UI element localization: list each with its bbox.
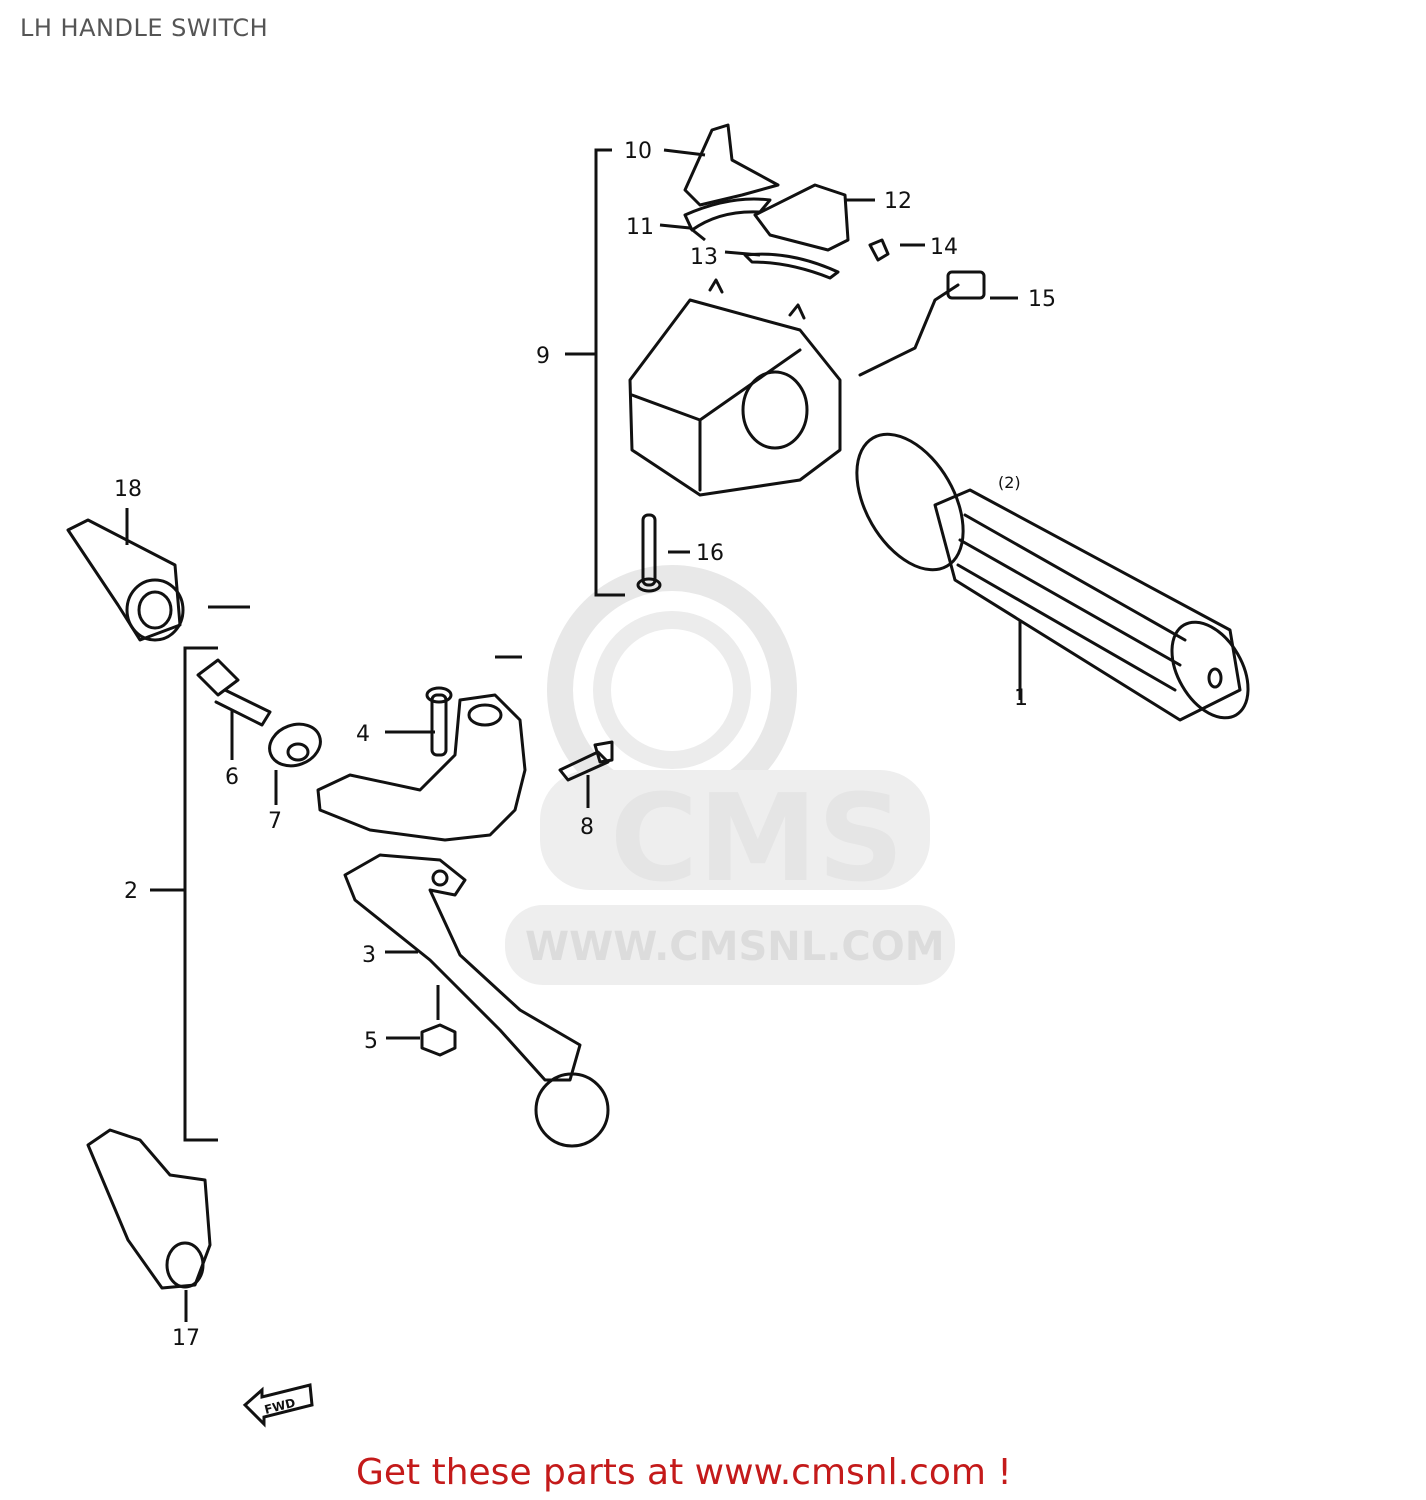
callout-18: 18	[114, 477, 142, 502]
part-switch-knobs	[683, 123, 850, 280]
callout-4: 4	[356, 722, 370, 747]
parts-diagram: CMS WWW.CMSNL.COM	[66, 123, 1250, 1428]
callout-9: 9	[536, 344, 550, 369]
part-switch-housing	[628, 278, 842, 497]
part-screw-8	[558, 740, 614, 782]
callout-16: 16	[696, 541, 724, 566]
callout-11: 11	[626, 215, 654, 240]
callout-3: 3	[362, 943, 376, 968]
footer-link[interactable]: Get these parts at www.cmsnl.com !	[356, 1452, 1012, 1493]
callout-1: 1	[1014, 686, 1028, 711]
callout-7: 7	[268, 809, 282, 834]
callout-6: 6	[225, 765, 239, 790]
part-boot-18	[66, 518, 185, 642]
diagram-title: LH HANDLE SWITCH	[20, 14, 269, 42]
part-grip	[855, 432, 1250, 722]
callout-10: 10	[624, 139, 652, 164]
part-small-screw	[868, 238, 890, 262]
part-nut-7	[268, 722, 322, 768]
cms-watermark: CMS WWW.CMSNL.COM	[505, 565, 955, 985]
part-screw-16	[636, 513, 662, 593]
leader-lines	[125, 148, 1022, 1322]
watermark-url: WWW.CMSNL.COM	[525, 924, 945, 970]
ref-mark: (2)	[998, 473, 1021, 492]
fwd-arrow-icon: FWD	[242, 1383, 314, 1428]
watermark-logo: CMS	[610, 770, 904, 909]
part-lever-3	[343, 853, 610, 1148]
callout-5: 5	[364, 1029, 378, 1054]
callout-12: 12	[884, 189, 912, 214]
part-wire-connector	[858, 270, 986, 377]
callout-8: 8	[580, 815, 594, 840]
part-nut-5	[420, 1023, 457, 1057]
callout-17: 17	[172, 1326, 200, 1351]
callout-labels: 1 2 3 4 5 6 7 8 9 10 11 12 13 14 15 16 1…	[114, 139, 1056, 1351]
callout-14: 14	[930, 235, 958, 260]
callout-2: 2	[124, 879, 138, 904]
callout-13: 13	[690, 245, 718, 270]
part-lever-holder	[316, 686, 527, 842]
part-bolt-6	[196, 658, 272, 727]
part-boot-17	[86, 1128, 212, 1290]
callout-15: 15	[1028, 287, 1056, 312]
